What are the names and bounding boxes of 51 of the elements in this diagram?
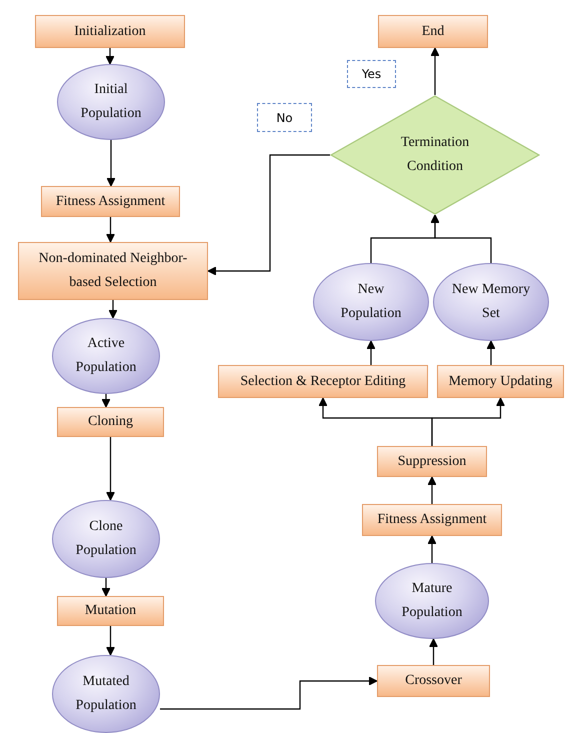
node-label: Cloning — [86, 413, 134, 432]
arrow — [160, 676, 378, 710]
arrow — [431, 398, 505, 446]
process-box — [377, 665, 490, 697]
node-label: Non-dominated Neighbor-based Selection — [38, 250, 188, 292]
node-label: Selection & Receptor Editing — [239, 372, 407, 391]
process-box — [18, 242, 208, 300]
arrow — [429, 638, 438, 665]
process-box — [437, 365, 564, 398]
node-label: Active Population — [74, 335, 138, 377]
node-label: Initial Population — [80, 81, 142, 123]
arrow — [106, 217, 115, 242]
edge-label: Yes — [347, 60, 396, 88]
node-label: Fitness Assignment — [376, 511, 488, 530]
node-label: Mutation — [84, 602, 138, 620]
arrow — [108, 300, 118, 318]
process-box — [377, 446, 487, 477]
arrow — [366, 340, 376, 365]
node-label: Fitness Assignment — [54, 192, 166, 211]
arrow — [486, 340, 496, 365]
node-label: Suppression — [396, 452, 468, 471]
arrow — [208, 154, 330, 276]
arrow — [106, 437, 115, 500]
node-label: Initialization — [73, 22, 147, 41]
node-label: New Population — [340, 281, 402, 323]
edge-label: No — [257, 103, 312, 132]
node-label: Crossover — [404, 672, 463, 690]
arrow — [106, 48, 114, 64]
process-box — [41, 186, 180, 217]
arrow — [102, 394, 110, 408]
node-label: End — [420, 22, 446, 41]
process-box — [218, 365, 428, 398]
arrow — [428, 476, 436, 504]
arrow — [428, 536, 436, 563]
decision-diamond — [330, 95, 540, 215]
arrow — [102, 578, 110, 596]
arrow — [430, 48, 440, 95]
process-box — [57, 407, 164, 437]
process-box — [57, 596, 164, 626]
node-label: Mature Population — [400, 580, 464, 622]
process-box — [362, 504, 502, 536]
node-label: Memory Updating — [448, 372, 554, 391]
arrow — [106, 626, 115, 656]
node-label: New Memory Set — [450, 281, 532, 323]
node-label: Mutated Population — [74, 673, 138, 715]
node-label: Clone Population — [74, 518, 138, 560]
arrow — [106, 140, 116, 186]
process-box — [35, 15, 185, 48]
process-box — [378, 15, 488, 48]
arrow — [430, 214, 492, 263]
node-label: Termination Condition — [400, 134, 470, 176]
